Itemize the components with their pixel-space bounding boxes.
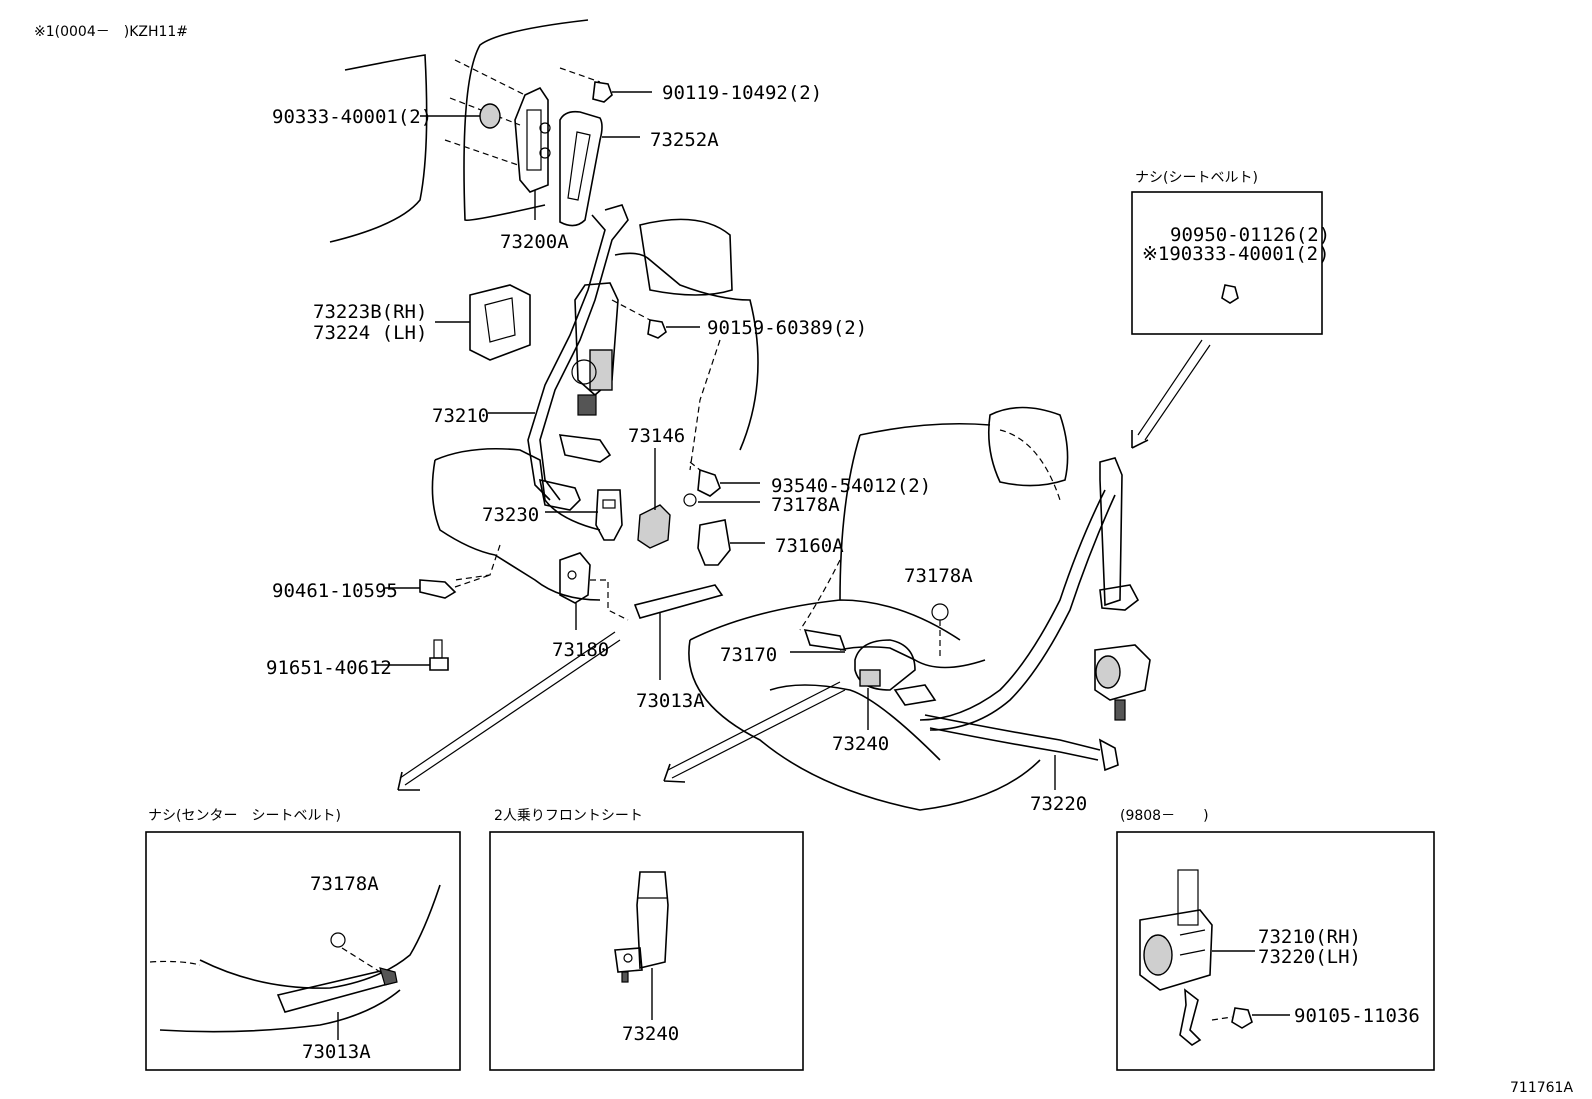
label-73160A: 73160A <box>775 535 844 557</box>
inset-center-label-73178A: 73178A <box>310 873 379 895</box>
inset-buckle-73240-drawing <box>614 871 669 1020</box>
label-73146: 73146 <box>628 425 685 447</box>
cover-73252A <box>559 110 640 227</box>
buckle-73230 <box>545 489 623 541</box>
bolt-90159-icon <box>611 299 700 339</box>
label-73180: 73180 <box>552 639 609 661</box>
inset-9808-title: (9808－ ) <box>1120 808 1209 824</box>
plug-90333-icon <box>420 103 501 129</box>
label-90159: 90159-60389(2) <box>707 317 867 339</box>
inset-bolt-icon <box>1221 284 1239 304</box>
retractor-right <box>1094 584 1151 721</box>
belt-73220 <box>919 457 1123 790</box>
anchor-90461 <box>385 574 491 599</box>
inset-no-seatbelt-box <box>1131 191 1323 335</box>
bolt-93540-icon <box>689 461 760 497</box>
pillar-panel <box>329 19 589 243</box>
arrow-to-center-inset <box>397 631 621 791</box>
label-73240: 73240 <box>832 733 889 755</box>
arrow-to-twoseat-inset <box>663 681 846 783</box>
bracket-73180 <box>559 552 629 630</box>
label-90461: 90461-10595 <box>272 580 398 602</box>
label-90333: 90333-40001(2) <box>272 106 432 128</box>
label-93540: 93540-54012(2) <box>771 475 931 497</box>
inset-no-seatbelt-line2: ※190333-40001(2) <box>1142 243 1330 265</box>
anchor-plate-73200A <box>514 86 551 220</box>
inset-center-belt-box <box>145 831 461 1071</box>
label-73223B: 73223B(RH) <box>313 301 427 323</box>
inset-9808-box <box>1116 831 1435 1071</box>
buckle-assembly-73170 <box>790 603 986 730</box>
seat-right <box>688 406 1069 811</box>
inset-no-seatbelt-title: ナシ(シートベルト) <box>1135 170 1258 186</box>
label-73210: 73210 <box>432 405 489 427</box>
label-73220: 73220 <box>1030 793 1087 815</box>
bolt-91651-icon <box>375 639 449 671</box>
arrow-from-top-inset <box>1131 339 1211 449</box>
inset-retractor-drawing <box>1139 869 1255 1046</box>
inset-two-seat-title: 2人乗りフロントシート <box>494 808 643 824</box>
inset-9808-label-90105: 90105-11036 <box>1294 1005 1420 1027</box>
label-91651: 91651-40612 <box>266 657 392 679</box>
figure-number: 711761A <box>1510 1080 1573 1096</box>
label-73013A: 73013A <box>636 690 705 712</box>
label-73170: 73170 <box>720 644 777 666</box>
label-73200A: 73200A <box>500 231 569 253</box>
header-note: ※1(0004－ )KZH11# <box>34 24 188 40</box>
label-73178A-upper: 73178A <box>771 494 840 516</box>
inset-9808-label-73210: 73210(RH) <box>1258 926 1361 948</box>
label-73178A-lower: 73178A <box>904 565 973 587</box>
cover-73146 <box>637 448 671 549</box>
label-73224: 73224 (LH) <box>313 322 427 344</box>
label-73252A: 73252A <box>650 129 719 151</box>
label-73230: 73230 <box>482 504 539 526</box>
inset-two-seat-box <box>489 831 804 1071</box>
buckle-73160A <box>697 519 765 566</box>
inset-9808-label-73220: 73220(LH) <box>1258 946 1361 968</box>
guide-73223B <box>435 284 531 361</box>
inset-no-seatbelt-line1: 90950-01126(2) <box>1170 224 1330 246</box>
inset-two-seat-label-73240: 73240 <box>622 1023 679 1045</box>
inset-center-belt-title: ナシ(センター シートベルト) <box>148 808 341 824</box>
inset-bolt-90105-icon <box>1211 1007 1290 1029</box>
nut-73178A-icon <box>683 493 760 507</box>
seat-left <box>431 218 759 601</box>
belt-73210 <box>488 204 629 511</box>
inset-center-belt-drawing <box>149 884 441 1033</box>
bolt-90119-icon <box>592 81 652 103</box>
bar-73013A <box>633 584 724 680</box>
retractor-upper <box>558 282 619 463</box>
label-90119: 90119-10492(2) <box>662 82 822 104</box>
inset-center-label-73013A: 73013A <box>302 1041 371 1063</box>
